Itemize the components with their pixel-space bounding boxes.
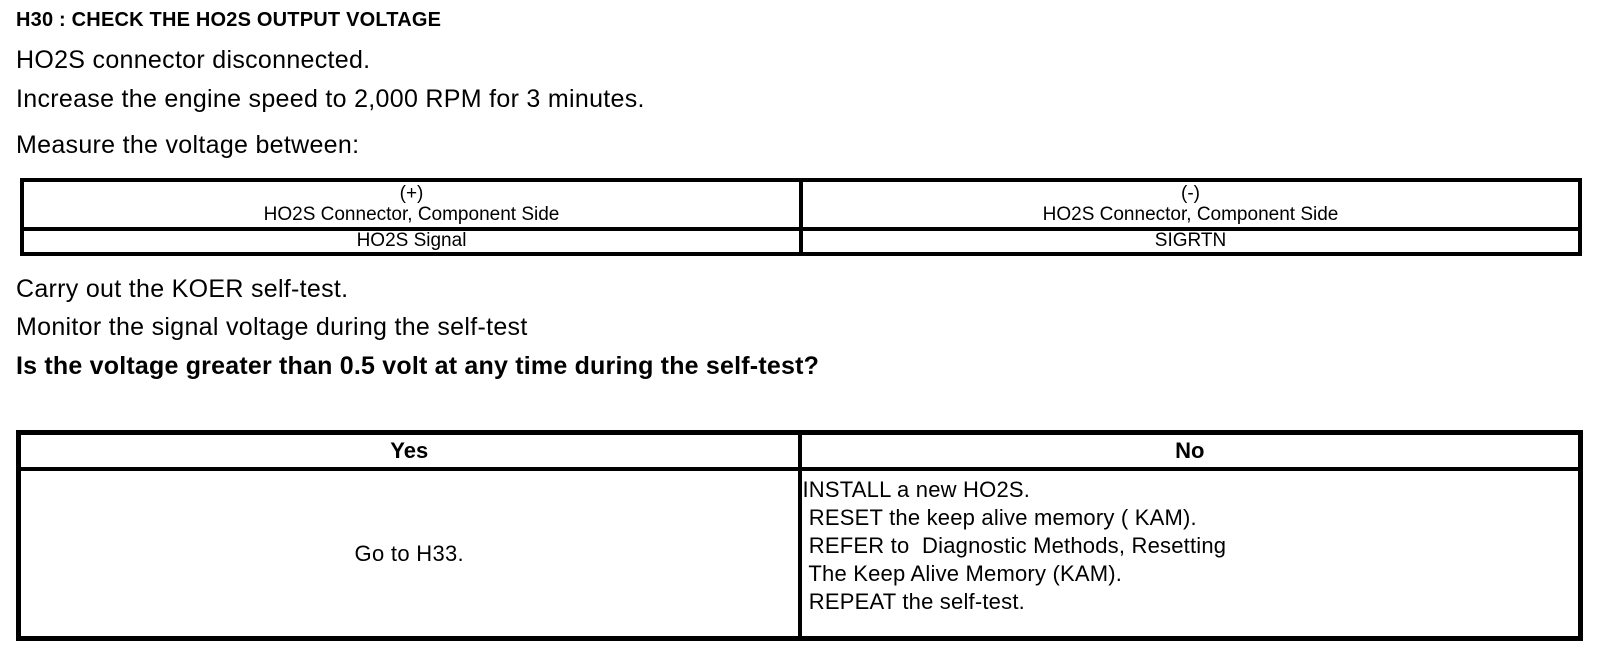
no-action-refer: REFER to Diagnostic Methods, Resetting xyxy=(802,533,1227,558)
negative-location: HO2S Connector, Component Side xyxy=(1042,204,1339,225)
decision-table: Yes No Go to H33. INSTALL a new HO2S. RE… xyxy=(16,430,1583,641)
instruction-line-monitor: Monitor the signal voltage during the se… xyxy=(16,313,528,341)
measurement-signal-row: HO2S Signal SIGRTN xyxy=(20,227,1582,256)
positive-signal-cell: HO2S Signal xyxy=(20,227,803,256)
negative-terminal-cell: (-) HO2S Connector, Component Side xyxy=(799,178,1582,231)
no-action-repeat: REPEAT the self-test. xyxy=(802,589,1025,614)
yes-header-cell: Yes xyxy=(16,430,802,471)
instruction-line-disconnect: HO2S connector disconnected. xyxy=(16,46,371,74)
decision-question: Is the voltage greater than 0.5 volt at … xyxy=(16,352,820,380)
instruction-line-engine-speed: Increase the engine speed to 2,000 RPM f… xyxy=(16,85,645,113)
no-action-reset: RESET the keep alive memory ( KAM). xyxy=(802,505,1197,530)
positive-polarity: (+) xyxy=(399,183,424,204)
instruction-line-koer: Carry out the KOER self-test. xyxy=(16,275,349,303)
decision-header-row: Yes No xyxy=(16,430,1583,471)
no-result-cell: INSTALL a new HO2S. RESET the keep alive… xyxy=(797,467,1583,641)
positive-location: HO2S Connector, Component Side xyxy=(263,204,560,225)
measurement-header-row: (+) HO2S Connector, Component Side (-) H… xyxy=(20,178,1582,231)
negative-polarity: (-) xyxy=(1181,183,1200,204)
no-action-refer-continued: The Keep Alive Memory (KAM). xyxy=(802,561,1123,586)
decision-body-row: Go to H33. INSTALL a new HO2S. RESET the… xyxy=(16,467,1583,641)
measurement-table: (+) HO2S Connector, Component Side (-) H… xyxy=(20,178,1582,256)
positive-terminal-cell: (+) HO2S Connector, Component Side xyxy=(20,178,803,231)
negative-signal-cell: SIGRTN xyxy=(799,227,1582,256)
no-action-install: INSTALL a new HO2S. xyxy=(802,477,1031,502)
instruction-line-measure: Measure the voltage between: xyxy=(16,131,360,159)
yes-result-cell: Go to H33. xyxy=(16,467,802,641)
step-heading: H30 : CHECK THE HO2S OUTPUT VOLTAGE xyxy=(16,9,442,31)
no-header-cell: No xyxy=(797,430,1583,471)
